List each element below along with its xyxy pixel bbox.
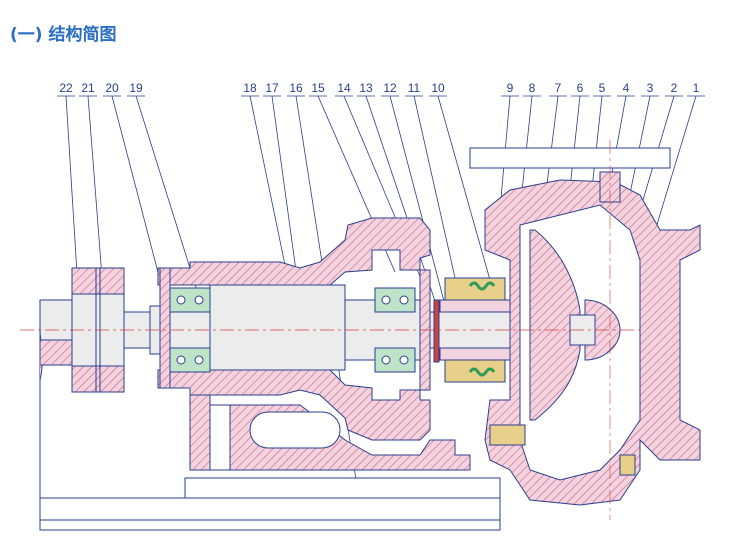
bearing-bracket <box>157 217 471 471</box>
part-label-4: 4 <box>623 81 630 95</box>
leader-line-19 <box>135 95 201 301</box>
part-label-7: 7 <box>555 81 562 95</box>
part-label-21: 21 <box>81 81 95 95</box>
part-label-13: 13 <box>359 81 373 95</box>
leader-line-12 <box>389 95 446 306</box>
part-label-10: 10 <box>431 81 445 95</box>
part-label-2: 2 <box>671 81 678 95</box>
motor-shaft <box>39 299 73 381</box>
part-label-16: 16 <box>289 81 303 95</box>
part-label-8: 8 <box>529 81 536 95</box>
leader-line-22 <box>65 95 79 291</box>
leader-line-21 <box>87 95 104 291</box>
part-label-9: 9 <box>507 81 514 95</box>
bearings <box>169 287 416 373</box>
part-label-6: 6 <box>577 81 584 95</box>
leader-line-10 <box>437 95 491 281</box>
part-label-15: 15 <box>311 81 325 95</box>
part-label-5: 5 <box>599 81 606 95</box>
part-label-11: 11 <box>408 81 421 95</box>
leader-line-20 <box>111 95 161 281</box>
part-label-19: 19 <box>129 81 143 95</box>
leader-line-17 <box>271 95 301 301</box>
part-label-3: 3 <box>647 81 654 95</box>
part-label-12: 12 <box>383 81 397 95</box>
part-label-20: 20 <box>105 81 119 95</box>
leader-line-11 <box>413 95 461 301</box>
part-label-18: 18 <box>243 81 257 95</box>
base-frame <box>39 330 501 531</box>
page-title: (一) 结构简图 <box>10 25 117 45</box>
mechanical-seal <box>433 277 511 383</box>
part-label-1: 1 <box>693 81 700 95</box>
leader-line-18 <box>249 95 286 266</box>
part-label-14: 14 <box>337 81 351 95</box>
part-label-22: 22 <box>59 81 73 95</box>
part-label-17: 17 <box>265 81 279 95</box>
